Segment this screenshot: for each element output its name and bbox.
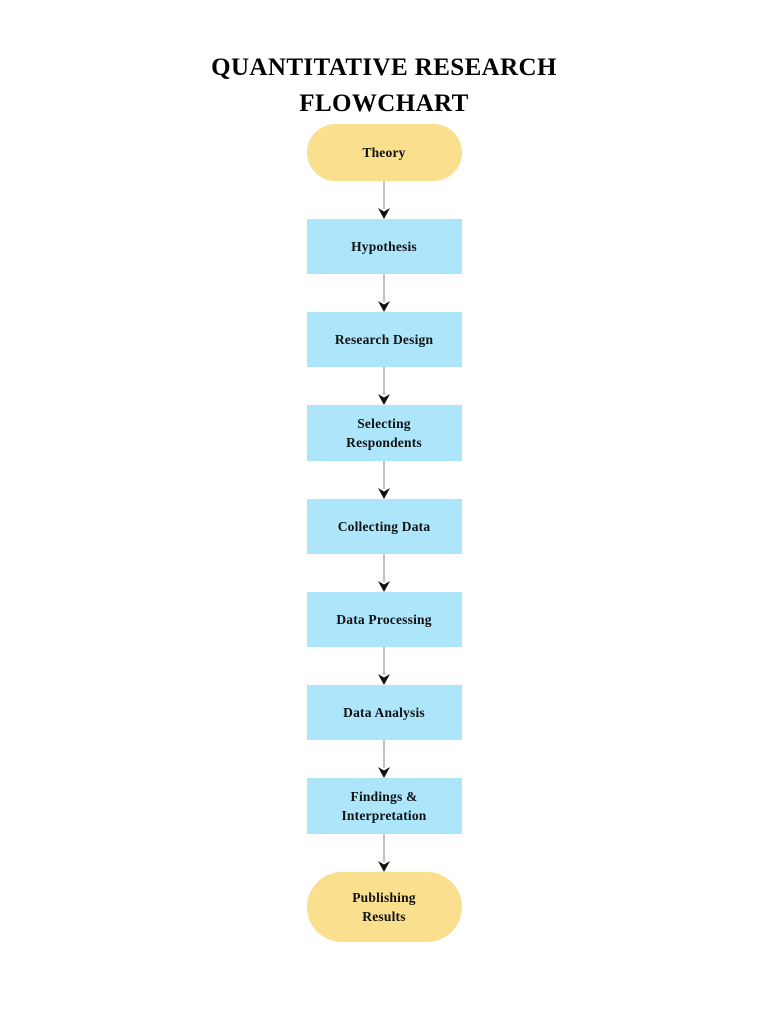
down-arrow-icon	[378, 834, 390, 872]
down-arrow-icon	[378, 274, 390, 312]
flow-node-research-design[interactable]: Research Design	[306, 312, 462, 367]
flow-node-findings-interpretation[interactable]: Findings &Interpretation	[306, 778, 462, 834]
down-arrow-icon	[378, 367, 390, 405]
flow-connector-hypothesis-to-research-design	[376, 274, 392, 312]
flow-connector-data-processing-to-data-analysis	[376, 647, 392, 685]
flow-node-label: Findings &Interpretation	[341, 789, 427, 823]
down-arrow-icon	[378, 647, 390, 685]
flow-node-label: Data Analysis	[343, 705, 425, 720]
page-title-line-2: FLOWCHART	[299, 90, 469, 117]
page-title-line-1: QUANTITATIVE RESEARCH	[211, 54, 557, 81]
down-arrow-icon	[378, 554, 390, 592]
flow-node-label: Collecting Data	[337, 519, 431, 534]
flow-connector-selecting-respondents-to-collecting-data	[376, 461, 392, 499]
down-arrow-icon	[378, 181, 390, 219]
flow-node-data-processing[interactable]: Data Processing	[306, 592, 462, 647]
flow-node-label: Research Design	[334, 332, 434, 347]
flow-connector-data-analysis-to-findings-interpretation	[376, 740, 392, 778]
flow-node-hypothesis[interactable]: Hypothesis	[306, 219, 462, 274]
page-title: QUANTITATIVE RESEARCH FLOWCHART	[0, 50, 768, 122]
down-arrow-icon	[378, 740, 390, 778]
flow-node-data-analysis[interactable]: Data Analysis	[306, 685, 462, 740]
flow-connector-research-design-to-selecting-respondents	[376, 367, 392, 405]
flow-node-label: Theory	[362, 145, 406, 160]
down-arrow-icon	[378, 461, 390, 499]
flow-node-label: Hypothesis	[351, 239, 417, 254]
flow-connector-collecting-data-to-data-processing	[376, 554, 392, 592]
flow-node-label: Data Processing	[336, 612, 432, 627]
flow-connector-theory-to-hypothesis	[376, 181, 392, 219]
flow-node-collecting-data[interactable]: Collecting Data	[306, 499, 462, 554]
flow-node-theory[interactable]: Theory	[306, 124, 462, 181]
flow-connector-findings-interpretation-to-publishing-results	[376, 834, 392, 872]
